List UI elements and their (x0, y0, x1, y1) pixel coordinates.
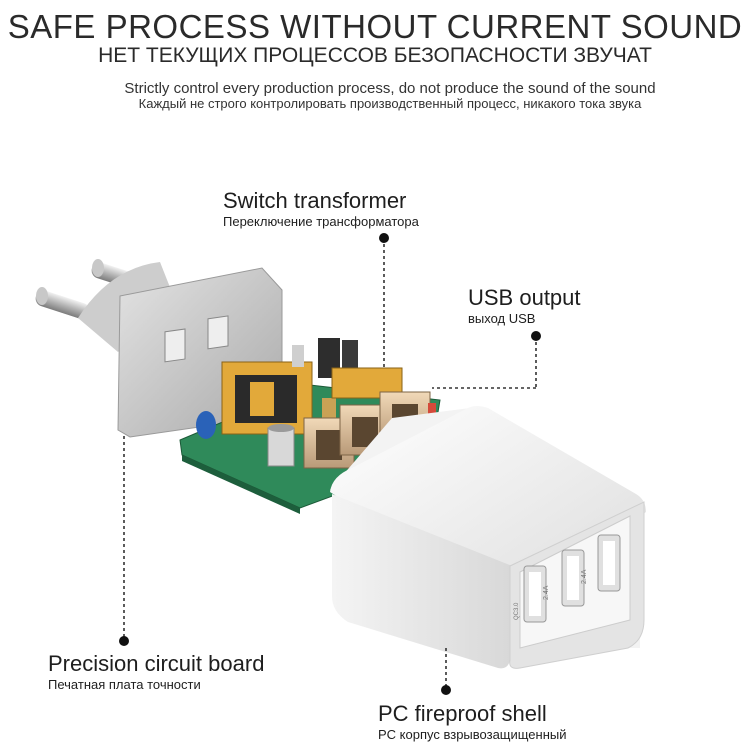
usb-port-2 (561, 549, 585, 607)
callout-fireproof-shell-en: PC fireproof shell (378, 701, 547, 726)
page-subtitle: Strictly control every production proces… (124, 80, 656, 97)
callout-fireproof-shell: PC fireproof shell PC корпус взрывозащищ… (378, 701, 567, 742)
port-label-3: 2.4A (581, 569, 588, 584)
page-title: SAFE PROCESS WITHOUT CURRENT SOUND (7, 8, 743, 45)
callout-circuit-board-ru: Печатная плата точности (48, 677, 201, 692)
callout-dot-shell (441, 685, 451, 695)
callout-usb-output-en: USB output (468, 285, 581, 310)
port-label-1: QC3.0 (514, 602, 520, 620)
callout-dot-usb (531, 331, 541, 341)
charger-shell: 2.4A 2.4A QC3.0 (330, 406, 646, 669)
callout-dot-board (119, 636, 129, 646)
callout-switch-transformer-ru: Переключение трансформатора (223, 214, 419, 229)
page-subtitle-ru: Каждый не строго контролировать производ… (138, 96, 642, 111)
callout-fireproof-shell-ru: PC корпус взрывозащищенный (378, 727, 567, 742)
callout-switch-transformer: Switch transformer Переключение трансфор… (223, 188, 419, 229)
callout-usb-output-ru: выход USB (468, 311, 536, 326)
page-title-ru: НЕТ ТЕКУЩИХ ПРОЦЕССОВ БЕЗОПАСНОСТИ ЗВУЧА… (98, 44, 652, 67)
callout-switch-transformer-en: Switch transformer (223, 188, 407, 213)
callout-dot-transformer (379, 233, 389, 243)
callout-circuit-board-en: Precision circuit board (48, 651, 265, 676)
callout-circuit-board: Precision circuit board Печатная плата т… (48, 651, 264, 692)
callout-usb-output: USB output выход USB (468, 285, 581, 326)
usb-port-3 (597, 534, 621, 592)
usb-port-1 (523, 565, 547, 623)
callout-lines (123, 238, 537, 690)
port-label-2: 2.4A (543, 585, 550, 600)
